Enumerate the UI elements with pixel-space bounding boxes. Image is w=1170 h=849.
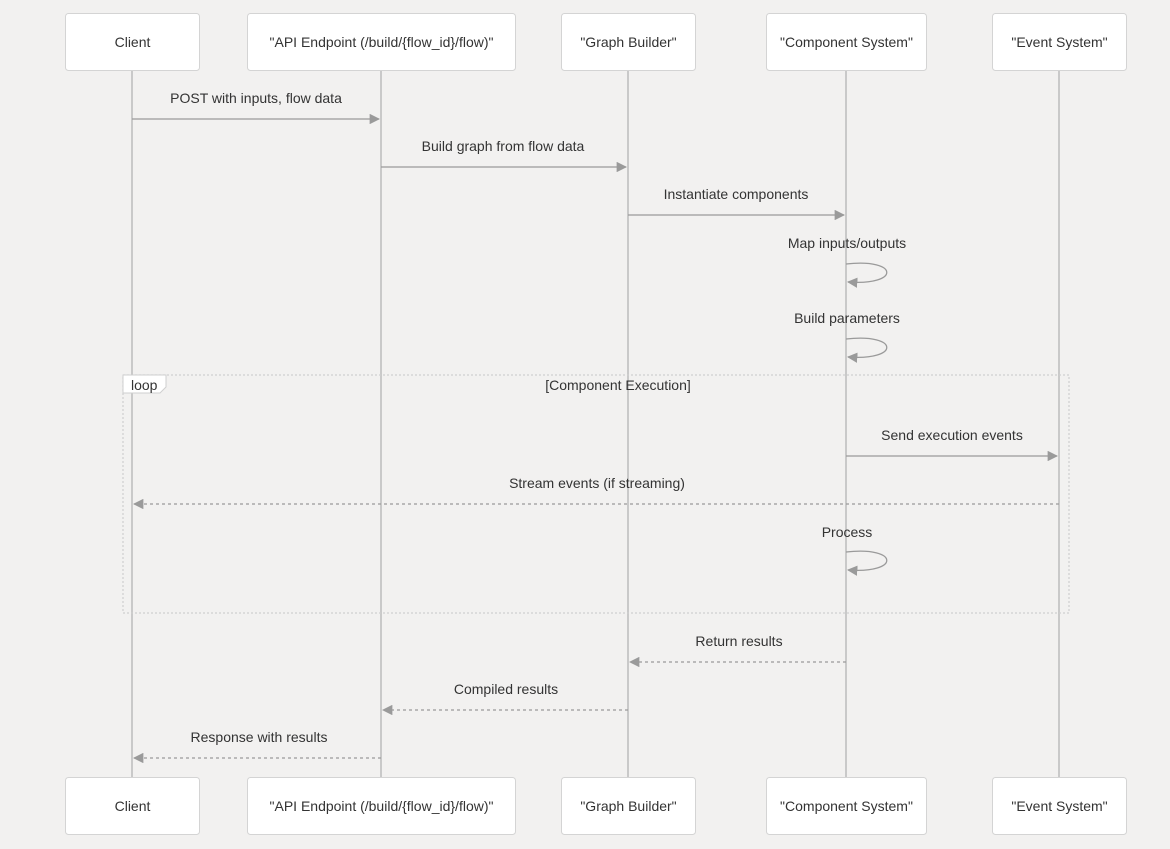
actor-event-system-bottom: "Event System" xyxy=(992,777,1127,835)
message-label: Compiled results xyxy=(454,681,558,697)
message-label: Map inputs/outputs xyxy=(788,235,906,251)
message-label: Response with results xyxy=(191,729,328,745)
messages: POST with inputs, flow data Build graph … xyxy=(132,90,1059,764)
message-label: Return results xyxy=(695,633,782,649)
actor-label: Client xyxy=(115,798,151,814)
actor-label: "Graph Builder" xyxy=(580,798,676,814)
loop-box xyxy=(122,374,1070,614)
actor-api-endpoint-top: "API Endpoint (/build/{flow_id}/flow)" xyxy=(247,13,516,71)
actor-label: "Graph Builder" xyxy=(580,34,676,50)
actor-label: Client xyxy=(115,34,151,50)
actor-label: "Component System" xyxy=(780,798,913,814)
loop-tag: loop xyxy=(131,377,158,393)
actor-component-system-bottom: "Component System" xyxy=(766,777,927,835)
actors-bottom: Client "API Endpoint (/build/{flow_id}/f… xyxy=(65,777,1127,835)
actor-api-endpoint-bottom: "API Endpoint (/build/{flow_id}/flow)" xyxy=(247,777,516,835)
lifelines xyxy=(131,71,1060,778)
actor-client-top: Client xyxy=(65,13,200,71)
actor-event-system-top: "Event System" xyxy=(992,13,1127,71)
message-label: Stream events (if streaming) xyxy=(509,475,685,491)
message-label: Build parameters xyxy=(794,310,900,326)
message-label: Send execution events xyxy=(881,427,1023,443)
loop-tag-box xyxy=(122,374,167,394)
actor-graph-builder-bottom: "Graph Builder" xyxy=(561,777,696,835)
loop-label: [Component Execution] xyxy=(545,377,691,393)
actor-label: "API Endpoint (/build/{flow_id}/flow)" xyxy=(270,798,494,814)
actor-graph-builder-top: "Graph Builder" xyxy=(561,13,696,71)
actor-label: "API Endpoint (/build/{flow_id}/flow)" xyxy=(270,34,494,50)
actor-client-bottom: Client xyxy=(65,777,200,835)
self-message-arrow xyxy=(845,337,888,363)
actor-component-system-top: "Component System" xyxy=(766,13,927,71)
message-label: POST with inputs, flow data xyxy=(170,90,342,106)
message-label: Instantiate components xyxy=(664,186,809,202)
message-label: Build graph from flow data xyxy=(422,138,585,154)
actor-label: "Event System" xyxy=(1011,34,1107,50)
actor-label: "Component System" xyxy=(780,34,913,50)
message-label: Process xyxy=(822,524,873,540)
self-message-arrow xyxy=(845,262,888,288)
actor-label: "Event System" xyxy=(1011,798,1107,814)
loop-frame: loop [Component Execution] xyxy=(122,374,1070,614)
actors-top: Client "API Endpoint (/build/{flow_id}/f… xyxy=(65,13,1127,71)
self-message-arrow xyxy=(845,550,888,576)
